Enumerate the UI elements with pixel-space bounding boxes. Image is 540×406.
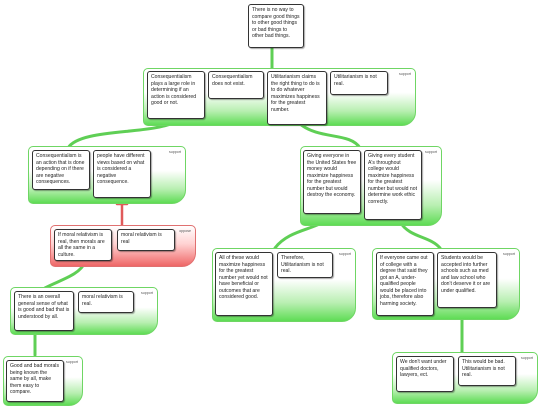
group-label: support xyxy=(141,291,153,295)
group-label: support xyxy=(521,356,533,360)
group-label: oppose xyxy=(179,229,191,233)
claim-n9[interactable]: If moral relativism is real, then morals… xyxy=(54,229,112,261)
claim-n12[interactable]: Therefore, Utilitarianism is not real. xyxy=(277,252,333,278)
claim-n10[interactable]: moral relativism is real xyxy=(117,229,175,251)
group-label: support xyxy=(503,252,515,256)
group-label: support xyxy=(425,150,437,154)
claim-n3[interactable]: Utilitarianism claims the right thing to… xyxy=(267,71,327,125)
claim-n4[interactable]: Utilitarianism is not real. xyxy=(330,71,388,95)
claim-n17[interactable]: Good and bad morals being known the same… xyxy=(6,360,64,402)
claim-n6[interactable]: people have different views based on wha… xyxy=(93,150,151,198)
claim-n16[interactable]: moral relativism is real. xyxy=(78,291,134,313)
group-label: support xyxy=(339,252,351,256)
claim-n11[interactable]: All of these would maximize happiness fo… xyxy=(215,252,273,316)
claim-n13[interactable]: If everyone came out of college with a d… xyxy=(376,252,434,316)
claim-n19[interactable]: This would be bad. Utilitarianism is not… xyxy=(458,356,516,386)
claim-n7[interactable]: Giving everyone in the United States fre… xyxy=(303,150,361,214)
claim-n5[interactable]: Consequentialism is an action that is do… xyxy=(32,150,90,190)
claim-n18[interactable]: We don't want under qualified doctors, l… xyxy=(396,356,454,392)
group-label: support xyxy=(169,150,181,154)
claim-n2[interactable]: Consequentialism does not exist. xyxy=(208,71,264,99)
claim-n14[interactable]: Students would be accepted into further … xyxy=(437,252,497,308)
claim-n1[interactable]: Consequentialism plays a large role in d… xyxy=(147,71,205,119)
claim-n15[interactable]: There is an overall general sense of wha… xyxy=(14,291,74,331)
claim-n8[interactable]: Giving every student A's throughout coll… xyxy=(364,150,422,220)
group-label: support xyxy=(66,360,78,364)
link-g3-n3 xyxy=(298,122,362,150)
claim-root[interactable]: There is no way to compare good things t… xyxy=(248,4,304,48)
group-label: support xyxy=(399,72,411,76)
